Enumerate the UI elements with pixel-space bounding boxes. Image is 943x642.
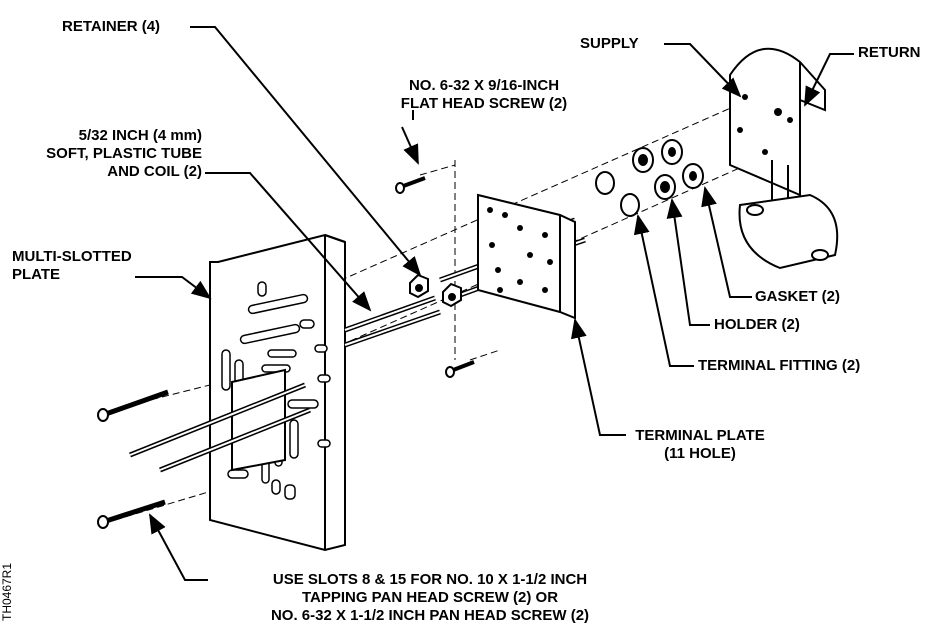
tube-label-line3: AND COIL (2): [107, 163, 202, 180]
multi-slotted-plate-label-line2: PLATE: [12, 266, 61, 283]
return-label: RETURN: [858, 44, 921, 61]
slots-note-line3: NO. 6-32 X 1-1/2 INCH PAN HEAD SCREW (2): [270, 607, 590, 624]
terminal-plate-label-line1: TERMINAL PLATE: [635, 427, 765, 444]
leader-lines: [135, 26, 854, 581]
tube-label-line1: 5/32 INCH (4 mm): [78, 127, 202, 144]
slots-note-line1: USE SLOTS 8 & 15 FOR NO. 10 X 1-1/2 INCH: [272, 571, 588, 588]
flat-head-screw-label-line1: NO. 6-32 X 9/16-INCH: [408, 77, 560, 94]
tube-label-line2: SOFT, PLASTIC TUBE: [46, 145, 202, 162]
multi-slotted-plate-label-line1: MULTI-SLOTTED: [12, 248, 132, 265]
fittings-holders-gaskets: [595, 139, 704, 217]
retainer-label: RETAINER (4): [62, 18, 161, 35]
slots-note-line2: TAPPING PAN HEAD SCREW (2) OR: [301, 589, 559, 606]
flat-head-screw-label-line2: FLAT HEAD SCREW (2): [400, 95, 568, 112]
terminal-fitting-label: TERMINAL FITTING (2): [698, 357, 861, 374]
holder-label: HOLDER (2): [714, 316, 800, 333]
terminal-plate: [477, 193, 576, 320]
terminal-plate-label-line2: (11 HOLE): [664, 445, 736, 462]
multi-slotted-plate: [209, 233, 346, 552]
screws: [97, 176, 475, 529]
retainers: [409, 273, 462, 308]
supply-label: SUPPLY: [580, 35, 639, 52]
supply-return-bracket: [729, 47, 839, 270]
gasket-label: GASKET (2): [755, 288, 841, 305]
drawing-number: TH0467R1: [0, 562, 15, 622]
